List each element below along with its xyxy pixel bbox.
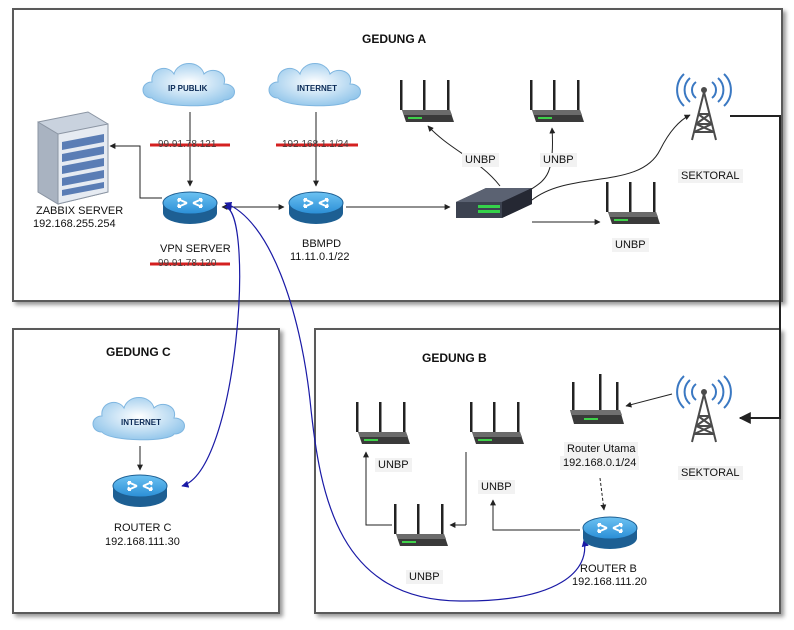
cloud-label-internet-c: INTERNET bbox=[121, 418, 161, 427]
building-a-title: GEDUNG A bbox=[362, 32, 427, 46]
wireless-access-point-icon bbox=[394, 504, 448, 546]
radio-tower-icon bbox=[676, 375, 732, 443]
link-switch-sektoral bbox=[531, 114, 691, 201]
wireless-access-point-icon bbox=[470, 402, 524, 444]
link-routerb-ap-b2 bbox=[490, 499, 580, 531]
link-vpn-zabbix bbox=[109, 143, 162, 199]
router-icon bbox=[288, 191, 344, 225]
bbmpd-ip: 11.11.0.1/22 bbox=[290, 251, 350, 263]
redacted-internet-a: 192.168.1.1/24 bbox=[282, 139, 349, 150]
ap-label-b3: UNBP bbox=[406, 570, 443, 584]
router-b-name: ROUTER B bbox=[580, 563, 637, 575]
zabbix-server-ip: 192.168.255.254 bbox=[33, 218, 116, 230]
network-switch-icon bbox=[456, 188, 532, 218]
ap-label-b2: UNBP bbox=[478, 480, 515, 494]
zabbix-server-name: ZABBIX SERVER bbox=[36, 205, 124, 217]
router-utama-name: Router Utama bbox=[564, 442, 639, 456]
redacted-ip-publik: 99.91.78.121 bbox=[158, 139, 217, 150]
ap-label-a3: UNBP bbox=[612, 238, 649, 252]
wireless-access-point-icon bbox=[400, 80, 454, 122]
cloud-label-ip-publik: IP PUBLIK bbox=[168, 84, 208, 93]
bbmpd-name: BBMPD bbox=[302, 238, 342, 250]
link-switch-ap-a2 bbox=[529, 127, 556, 191]
server-rack-icon bbox=[37, 111, 109, 205]
router-icon bbox=[162, 191, 218, 225]
redacted-vpn-ip: 99.91.78.120 bbox=[158, 258, 217, 269]
building-b-title: GEDUNG B bbox=[422, 351, 487, 365]
router-c-ip: 192.168.111.30 bbox=[105, 536, 180, 548]
router-c-name: ROUTER C bbox=[114, 522, 172, 534]
vpn-server-name: VPN SERVER bbox=[160, 243, 231, 255]
link-sektoral-sektoral bbox=[730, 115, 781, 424]
router-b-ip: 192.168.111.20 bbox=[572, 576, 647, 588]
sektoral-a-name: SEKTORAL bbox=[678, 169, 743, 183]
router-icon bbox=[582, 516, 638, 550]
sektoral-b-name: SEKTORAL bbox=[678, 466, 743, 480]
link-routerutama-routerb bbox=[599, 477, 607, 511]
router-icon bbox=[112, 474, 168, 508]
ap-label-b1: UNBP bbox=[375, 458, 412, 472]
radio-tower-icon bbox=[676, 73, 732, 141]
router-utama-ip: 192.168.0.1/24 bbox=[560, 456, 640, 470]
link-sektoral-routerutama bbox=[625, 393, 673, 408]
cloud-label-internet-a: INTERNET bbox=[297, 84, 337, 93]
wireless-access-point-icon bbox=[356, 402, 410, 444]
wireless-access-point-icon bbox=[606, 182, 660, 224]
wireless-router-icon bbox=[570, 374, 624, 424]
building-c-title: GEDUNG C bbox=[106, 345, 171, 359]
wireless-access-point-icon bbox=[530, 80, 584, 122]
ap-label-a1: UNBP bbox=[462, 153, 499, 167]
vpn-links bbox=[181, 201, 589, 602]
vpn-link-router-b bbox=[224, 201, 589, 602]
ap-label-a2: UNBP bbox=[540, 153, 577, 167]
